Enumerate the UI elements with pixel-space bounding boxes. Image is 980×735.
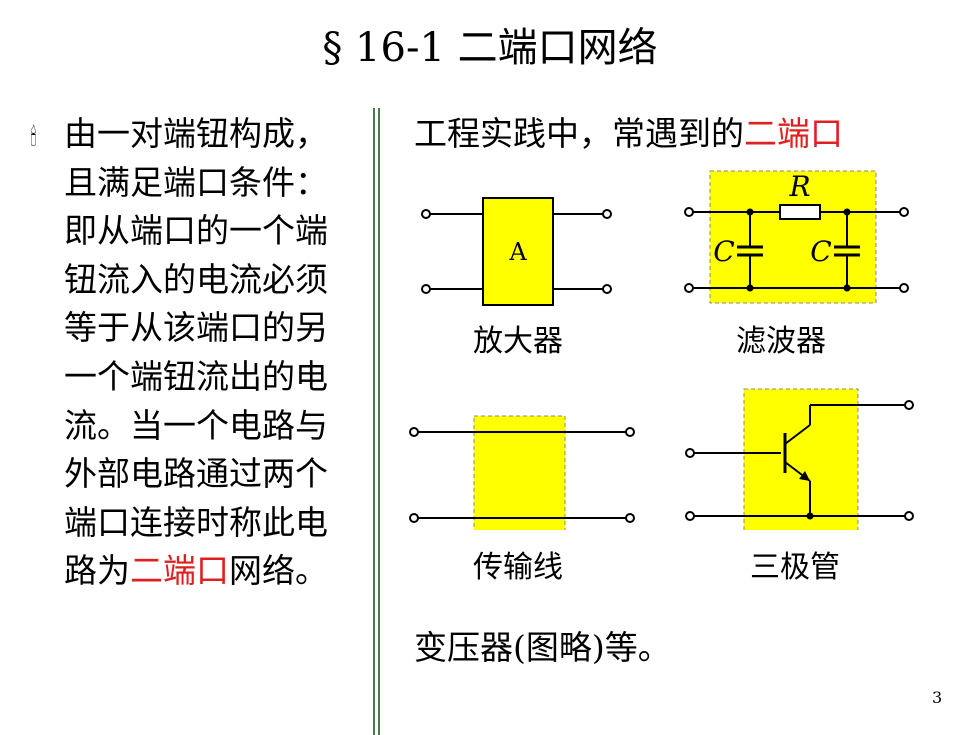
junction-dot <box>746 208 754 216</box>
candle-icon: 🕯 <box>30 123 37 151</box>
transformer-note: 变压器(图略)等。 <box>414 628 671 667</box>
column-divider <box>373 108 381 735</box>
transmission-line-diagram <box>409 415 635 530</box>
terminal-icon <box>409 513 419 523</box>
terminal-icon <box>684 207 694 217</box>
page-number: 3 <box>932 688 943 707</box>
definition-highlight: 二端口 <box>130 551 229 591</box>
resistor-label: R <box>788 170 810 203</box>
filter-caption: 滤波器 <box>736 324 826 359</box>
terminal-icon <box>685 448 695 458</box>
junction-dot <box>843 208 851 216</box>
terminal-icon <box>625 513 635 523</box>
resistor-icon <box>779 204 821 220</box>
examples-heading: 工程实践中，常遇到的二端口 <box>414 110 843 158</box>
emitter-arrow-icon <box>799 471 810 481</box>
terminal-icon <box>409 427 419 437</box>
terminal-icon <box>684 283 694 293</box>
definition-text-main: 由一对端钮构成，且满足端口条件：即从端口的一个端钮流入的电流必须等于从该端口的另… <box>64 114 328 591</box>
transmission-line-caption: 传输线 <box>473 550 563 585</box>
terminal-icon <box>904 511 914 521</box>
terminal-icon <box>625 427 635 437</box>
amplifier-caption: 放大器 <box>473 324 563 359</box>
terminal-icon <box>904 400 914 410</box>
terminal-icon <box>602 284 612 294</box>
transistor-diagram <box>685 388 914 530</box>
terminal-icon <box>602 209 612 219</box>
amplifier-box <box>482 197 554 306</box>
capacitor-label: C <box>810 235 831 268</box>
filter-diagram: R C C <box>684 170 909 304</box>
definition-text: 由一对端钮构成，且满足端口条件：即从端口的一个端钮流入的电流必须等于从该端口的另… <box>64 110 354 596</box>
amplifier-box-label: A <box>508 238 527 266</box>
terminal-icon <box>899 283 909 293</box>
transistor-caption: 三极管 <box>750 550 840 585</box>
definition-text-end: 网络。 <box>229 551 328 591</box>
examples-heading-highlight: 二端口 <box>744 114 843 153</box>
junction-dot <box>806 512 814 520</box>
capacitor-label: C <box>713 235 734 268</box>
terminal-icon <box>899 207 909 217</box>
terminal-icon <box>685 511 695 521</box>
amplifier-diagram: A <box>421 197 612 306</box>
terminal-icon <box>421 209 431 219</box>
slide-title: § 16-1 二端口网络 <box>322 25 658 71</box>
examples-heading-text: 工程实践中，常遇到的 <box>414 114 744 153</box>
circuit-diagrams: A R C C <box>409 170 914 530</box>
terminal-icon <box>421 284 431 294</box>
junction-dot <box>746 284 754 292</box>
junction-dot <box>843 284 851 292</box>
